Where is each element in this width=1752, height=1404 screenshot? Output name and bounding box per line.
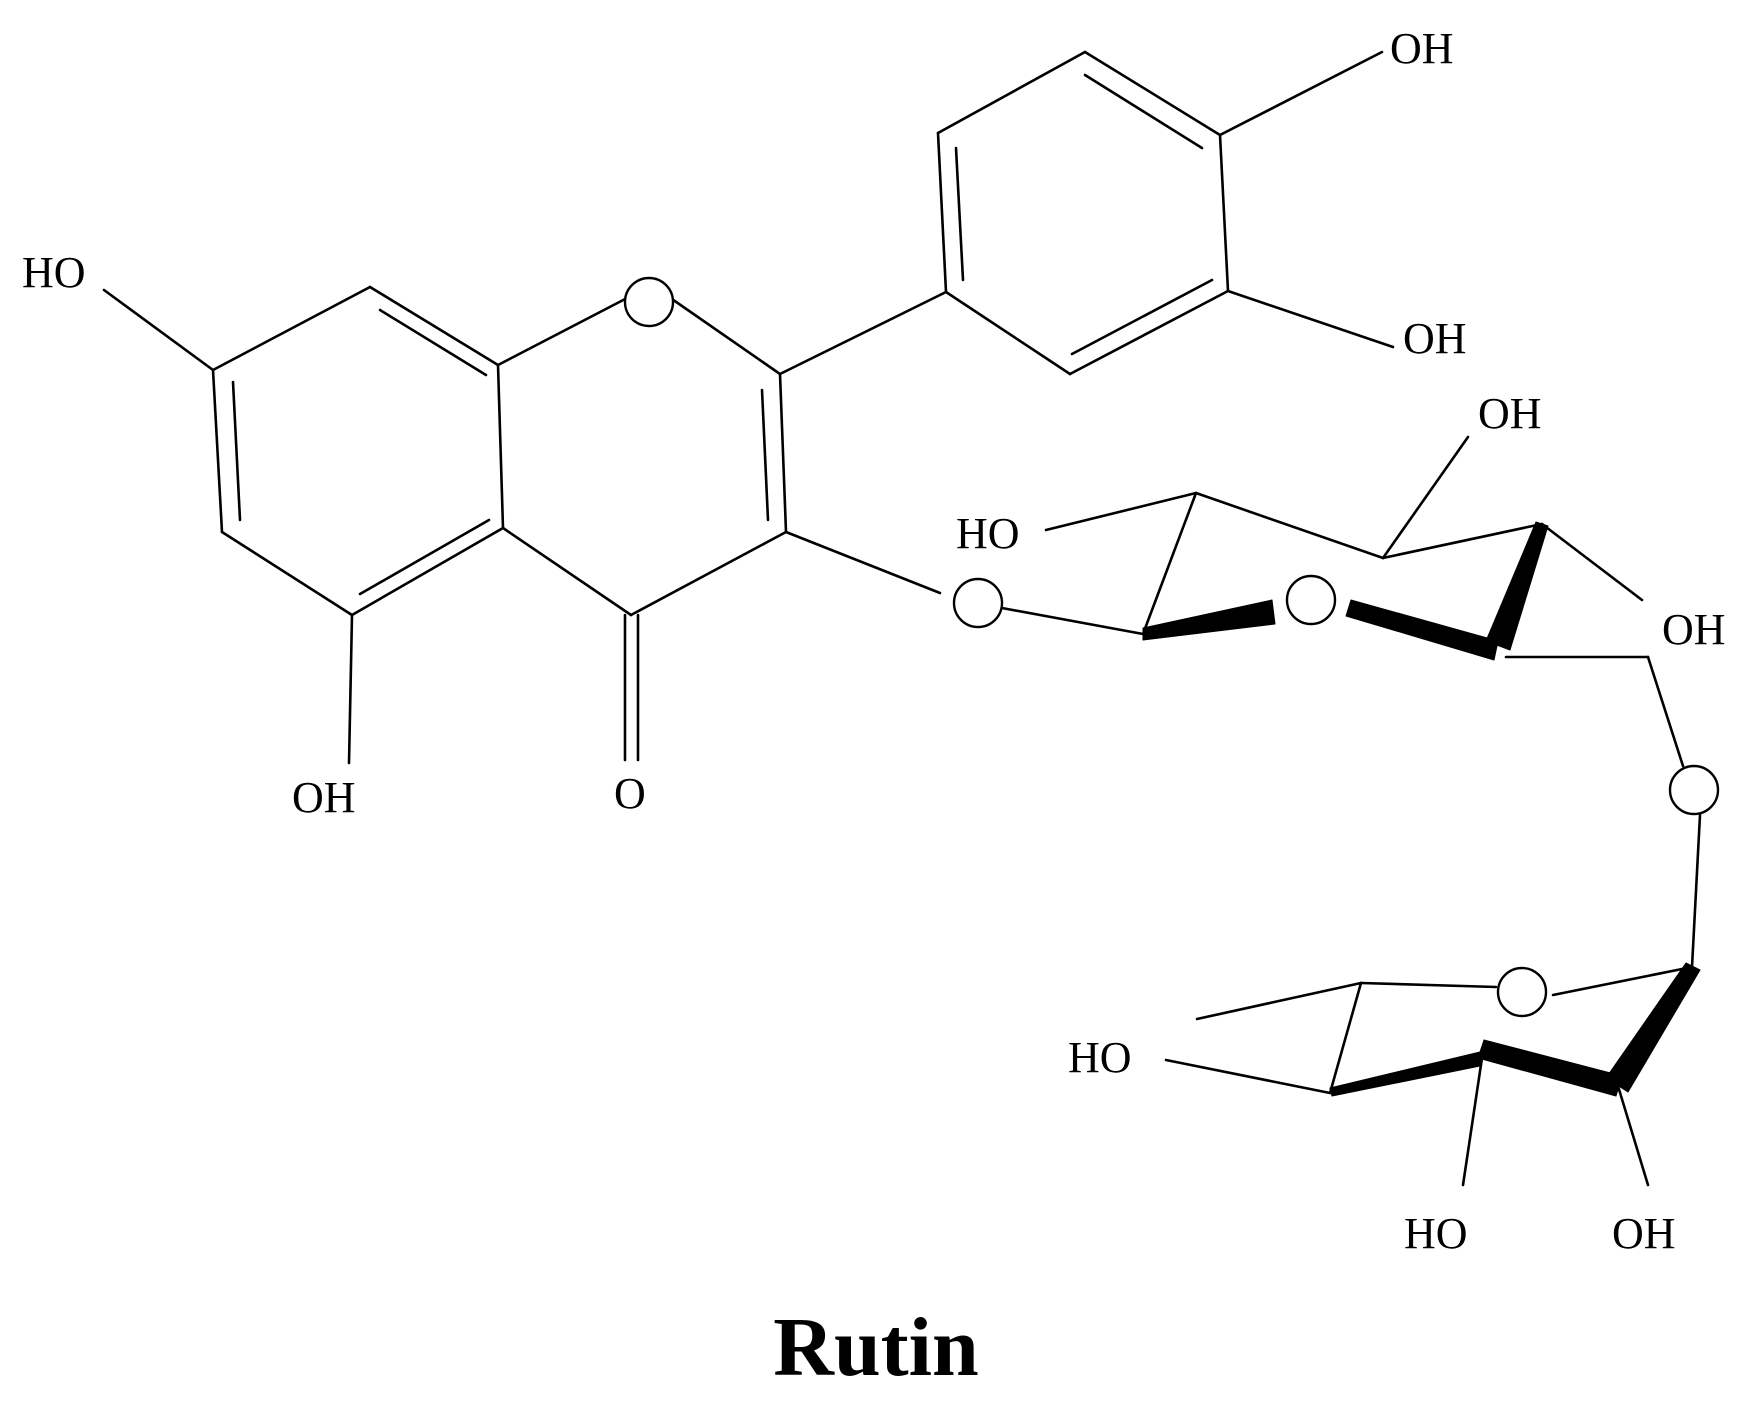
bond-c6-oxygen: [1646, 655, 1685, 768]
label-oh-4prime: OH: [1390, 24, 1454, 73]
label-oh-5: OH: [292, 773, 356, 822]
bond-c2-ring-b: [778, 290, 948, 376]
rhamnose-ring: [1195, 962, 1701, 1097]
bond-glc-oh-right: [1540, 522, 1644, 602]
carbonyl-bond: [623, 613, 640, 762]
bond-glc-ho: [1044, 491, 1198, 532]
bond-oxygen-rha-c1: [1690, 813, 1702, 969]
bond-oh-4prime: [1218, 50, 1384, 137]
glycosidic-oxygen-2: [1668, 764, 1720, 816]
bond-rha-ho-bottom: [1461, 1056, 1484, 1187]
bond-glc-oh-top: [1381, 435, 1470, 560]
label-rha-ho-left: HO: [1068, 1033, 1132, 1082]
bond-oh-5: [347, 613, 354, 765]
label-ho-7: HO: [22, 248, 86, 297]
label-glc-ho: HO: [956, 509, 1020, 558]
glycosidic-oxygen-1: [952, 577, 1004, 629]
label-rha-oh-bottom: OH: [1612, 1209, 1676, 1258]
glucose-ring-oxygen: [1285, 574, 1337, 626]
bond-oh-3prime: [1226, 289, 1395, 349]
rhamnose-ring-oxygen: [1496, 966, 1548, 1018]
ring-c: [496, 295, 788, 617]
compound-name: Rutin: [773, 1301, 979, 1394]
label-glc-oh-top: OH: [1478, 389, 1542, 438]
ring-b: [936, 50, 1230, 376]
bond-c3-oxygen: [784, 530, 942, 595]
label-rha-ho-bottom: HO: [1404, 1209, 1468, 1258]
bond-rha-ho-left: [1164, 1058, 1332, 1095]
glucose-ring: [1141, 491, 1549, 661]
ring-a: [211, 285, 505, 617]
bond-ho-7: [102, 288, 215, 372]
label-oh-3prime: OH: [1403, 314, 1467, 363]
ring-c-oxygen: [623, 276, 675, 328]
bond-oxygen-glc-c1: [1000, 606, 1145, 636]
label-glc-oh-right: OH: [1662, 605, 1726, 654]
label-carbonyl-oxygen: O: [614, 769, 646, 818]
bond-rha-oh-bottom: [1616, 1084, 1650, 1187]
